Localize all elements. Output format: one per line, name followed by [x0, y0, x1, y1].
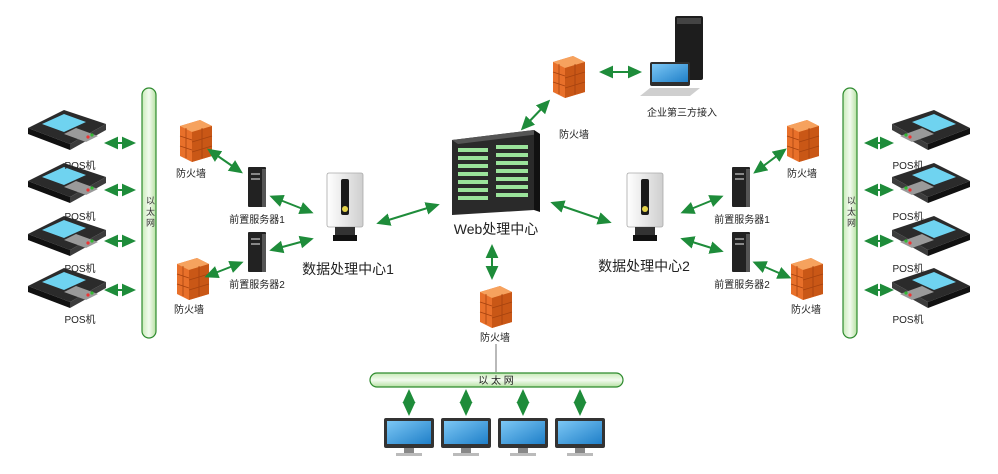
- front-server-icon: [248, 232, 266, 272]
- front-server-label: 前置服务器1: [714, 215, 770, 226]
- ethernet-bus-bottom: [369, 372, 624, 388]
- firewall-icon: [479, 285, 513, 329]
- data-center-1-label: 数据处理中心1: [302, 261, 394, 277]
- pc-workstation-icon: [640, 16, 703, 96]
- front-server-icon: [732, 167, 750, 207]
- firewall-label: 防火墙: [559, 130, 589, 141]
- pos-label: POS机: [64, 264, 96, 275]
- pos-label: POS机: [892, 212, 924, 223]
- ethernet-bus-right: [842, 87, 858, 339]
- data-center-server-icon: [326, 172, 364, 242]
- monitor-icon: [384, 418, 434, 456]
- pos-terminal-icon: [28, 110, 106, 150]
- data-center-2-label: 数据处理中心2: [598, 258, 690, 274]
- firewall-label: 防火墙: [791, 305, 821, 316]
- front-server-icon: [732, 232, 750, 272]
- front-server-label: 前置服务器2: [229, 280, 285, 291]
- firewall-label: 防火墙: [480, 333, 510, 344]
- ethernet-label-right: 以太网: [846, 196, 856, 229]
- web-center-label: Web处理中心: [453, 221, 539, 237]
- firewall-label: 防火墙: [174, 305, 204, 316]
- pos-label: POS机: [892, 315, 924, 326]
- data-center-server-icon: [626, 172, 664, 242]
- firewall-label: 防火墙: [787, 169, 817, 180]
- firewall-icon: [786, 119, 820, 163]
- front-server-label: 前置服务器2: [714, 280, 770, 291]
- ethernet-label-left: 以太网: [145, 196, 155, 229]
- firewall-icon: [790, 257, 824, 301]
- enterprise-label: 企业第三方接入: [647, 108, 717, 119]
- monitor-icon: [555, 418, 605, 456]
- pos-label: POS机: [64, 161, 96, 172]
- firewall-icon: [552, 55, 586, 99]
- connection-arrows: [104, 65, 894, 416]
- firewall-icon: [179, 119, 213, 163]
- ethernet-label-bottom: 以 太 网: [478, 376, 514, 387]
- pos-terminal-icon: [892, 110, 970, 150]
- front-server-label: 前置服务器1: [229, 215, 285, 226]
- front-server-icon: [248, 167, 266, 207]
- web-rack-icon: [452, 130, 540, 215]
- ethernet-bus-left: [141, 87, 157, 339]
- monitor-icon: [498, 418, 548, 456]
- pos-label: POS机: [64, 212, 96, 223]
- firewall-icon: [176, 257, 210, 301]
- pos-label: POS机: [64, 315, 96, 326]
- firewall-label: 防火墙: [176, 169, 206, 180]
- pos-label: POS机: [892, 161, 924, 172]
- pos-label: POS机: [892, 264, 924, 275]
- monitor-icon: [441, 418, 491, 456]
